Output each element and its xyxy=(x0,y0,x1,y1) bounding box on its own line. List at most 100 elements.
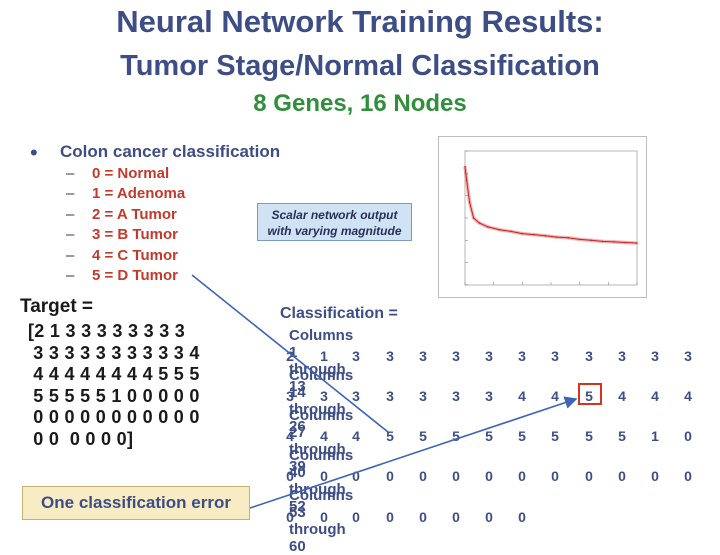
classification-value: 0 xyxy=(551,468,559,484)
error-point xyxy=(567,237,569,239)
target-row: 5 5 5 5 5 1 0 0 0 0 0 xyxy=(28,385,200,406)
classification-value: 3 xyxy=(452,388,460,404)
error-point xyxy=(578,238,581,241)
classification-value: 5 xyxy=(419,428,427,444)
classification-value: 5 xyxy=(618,428,626,444)
classification-value: 3 xyxy=(485,348,493,364)
error-point xyxy=(590,239,592,242)
error-point xyxy=(624,241,627,244)
training-error-chart xyxy=(438,136,647,298)
classification-value: 3 xyxy=(618,348,626,364)
error-point xyxy=(498,228,501,231)
classification-value: 0 xyxy=(352,509,360,525)
classification-value: 5 xyxy=(452,428,460,444)
target-row: 3 3 3 3 3 3 3 3 3 3 4 xyxy=(28,342,200,363)
error-point xyxy=(544,235,547,237)
classification-value: 3 xyxy=(651,348,659,364)
title-line-2: Tumor Stage/Normal Classification xyxy=(120,50,600,82)
target-vector: [2 1 3 3 3 3 3 3 3 3 3 3 3 3 3 3 3 3 3 3… xyxy=(28,321,200,450)
classification-value: 3 xyxy=(585,348,593,364)
error-point xyxy=(472,217,475,219)
classification-value: 4 xyxy=(684,388,692,404)
error-point xyxy=(601,240,604,243)
classification-value: 0 xyxy=(419,509,427,525)
classification-value: 5 xyxy=(485,428,493,444)
classification-value: 0 xyxy=(518,468,526,484)
error-point xyxy=(521,232,524,235)
class-item: –3 = B Tumor xyxy=(66,226,178,244)
arrow-error-note xyxy=(249,396,578,509)
classification-value: 5 xyxy=(585,428,593,444)
classification-value: 0 xyxy=(518,509,526,525)
classification-value: 0 xyxy=(684,468,692,484)
classification-value: 5 xyxy=(551,428,559,444)
callout-line-1: Scalar network output xyxy=(271,208,398,222)
target-row: 0 0 0 0 0 0 0 0 0 0 0 xyxy=(28,407,200,427)
target-row: 4 4 4 4 4 4 4 4 5 5 5 xyxy=(28,364,200,384)
target-row: [2 1 3 3 3 3 3 3 3 3 xyxy=(28,321,186,341)
classification-value: 3 xyxy=(485,388,493,404)
classification-value: 0 xyxy=(320,509,328,525)
classification-value: 4 xyxy=(286,428,294,444)
classification-value: 3 xyxy=(352,348,360,364)
callout-line-2: with varying magnitude xyxy=(267,224,402,238)
training-error-plot xyxy=(463,150,638,286)
error-point xyxy=(636,242,638,244)
error-note: One classification error xyxy=(22,486,250,520)
arrow-to-error-cell xyxy=(191,274,389,433)
classification-value: 3 xyxy=(419,348,427,364)
classification-value: 3 xyxy=(518,348,526,364)
error-point xyxy=(510,230,512,233)
target-row: 0 0 0 0 0 0] xyxy=(28,428,134,449)
classification-value: 3 xyxy=(386,388,394,404)
classification-value: 1 xyxy=(320,348,328,364)
classification-value: 2 xyxy=(286,348,294,364)
class-item: –4 = C Tumor xyxy=(66,246,178,264)
classification-value: 0 xyxy=(651,468,659,484)
classification-value: 0 xyxy=(485,509,493,525)
classification-value: 3 xyxy=(352,388,360,404)
classification-value: 3 xyxy=(386,348,394,364)
classification-value: 5 xyxy=(518,428,526,444)
classification-value: 3 xyxy=(551,348,559,364)
classification-value: 0 xyxy=(684,428,692,444)
column-range-header: Columns 40 through 52 xyxy=(289,447,354,515)
error-point xyxy=(468,201,471,204)
error-point xyxy=(478,222,481,224)
column-range-header: Columns 1 through 13 xyxy=(289,327,354,395)
column-range-header: Columns 14 through 26 xyxy=(289,367,354,435)
classification-value: 5 xyxy=(585,388,593,404)
classification-value: 0 xyxy=(352,468,360,484)
classification-value: 4 xyxy=(651,388,659,404)
class-list: –0 = Normal –1 = Adenoma –2 = A Tumor –3… xyxy=(66,164,185,286)
classification-value: 0 xyxy=(585,468,593,484)
chart-axes xyxy=(464,150,638,286)
classification-value: 4 xyxy=(352,428,360,444)
bullet-marker: • xyxy=(30,140,38,165)
error-point xyxy=(533,233,535,236)
classification-value: 0 xyxy=(286,509,294,525)
class-item: –5 = D Tumor xyxy=(66,266,178,284)
classification-value: 0 xyxy=(286,468,294,484)
classification-label: Classification = xyxy=(280,305,398,322)
error-point xyxy=(613,241,615,243)
class-item: –1 = Adenoma xyxy=(66,185,186,203)
column-range-header: Columns 27 through 39 xyxy=(289,407,354,475)
classification-value: 3 xyxy=(320,388,328,404)
misclassified-cell-highlight xyxy=(578,383,602,405)
class-item: –0 = Normal xyxy=(66,165,170,182)
bullet-heading: Colon cancer classification xyxy=(60,142,281,161)
classification-value: 0 xyxy=(452,509,460,525)
classification-value: 4 xyxy=(518,388,526,404)
arrow-overlay xyxy=(191,274,578,509)
classification-value: 3 xyxy=(684,348,692,364)
classification-value: 3 xyxy=(286,388,294,404)
classification-value: 0 xyxy=(618,468,626,484)
scalar-output-callout: Scalar network output with varying magni… xyxy=(257,203,412,241)
classification-value: 4 xyxy=(551,388,559,404)
class-item: –2 = A Tumor xyxy=(66,205,177,223)
